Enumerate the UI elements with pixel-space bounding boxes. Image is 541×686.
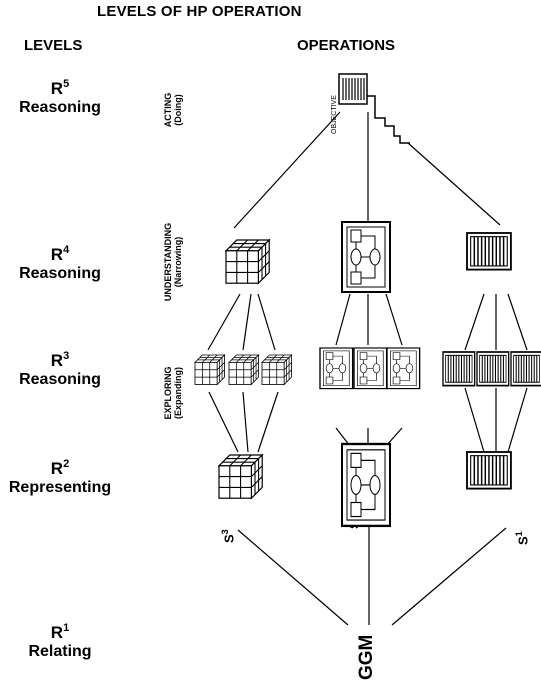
striped-box-icon: [476, 351, 510, 387]
cube-icon: [228, 354, 259, 385]
cube-icon: [225, 239, 270, 284]
level-r4: R4 Reasoning: [5, 244, 115, 283]
level-r5-name: Reasoning: [19, 98, 101, 116]
level-r4-symbol: R4: [50, 244, 70, 264]
striped-box-icon: [442, 351, 476, 387]
striped-box-icon: [466, 451, 512, 490]
levels-header: LEVELS: [24, 37, 83, 54]
operations-header: OPERATIONS: [297, 37, 396, 54]
diagram-title: LEVELS OF HP OPERATION: [97, 3, 302, 20]
level-r2: R2 Representing: [5, 458, 115, 497]
flowchart-icon: [386, 347, 421, 390]
level-r5: R5 Reasoning: [5, 78, 115, 117]
level-r2-symbol: R2: [50, 458, 70, 478]
cube-icon: [194, 354, 225, 385]
objective-label: OBJECTIVE: [331, 95, 338, 134]
level-r3-name: Reasoning: [19, 370, 101, 388]
flowchart-icon: [353, 347, 388, 390]
level-r4-name: Reasoning: [19, 264, 101, 282]
level-r1: R1 Relating: [5, 622, 115, 661]
connector-lines: [207, 111, 528, 626]
level-r5-symbol: R5: [50, 78, 70, 98]
level-r3: R3 Reasoning: [5, 350, 115, 389]
striped-box-icon: [466, 232, 512, 271]
level-r2-name: Representing: [8, 478, 112, 496]
level-r3-symbol: R3: [50, 350, 70, 370]
level-r1-name: Relating: [28, 642, 92, 660]
flowchart-icon: [319, 347, 354, 390]
flowchart-icon: [341, 221, 391, 293]
cube-icon: [261, 354, 292, 385]
cube-icon: [218, 454, 263, 499]
striped-box-icon: [510, 351, 541, 387]
objective-box: [338, 73, 368, 105]
objective-stairs: [367, 95, 410, 144]
flowchart-icon: [340, 442, 392, 528]
level-r1-symbol: R1: [50, 622, 70, 642]
